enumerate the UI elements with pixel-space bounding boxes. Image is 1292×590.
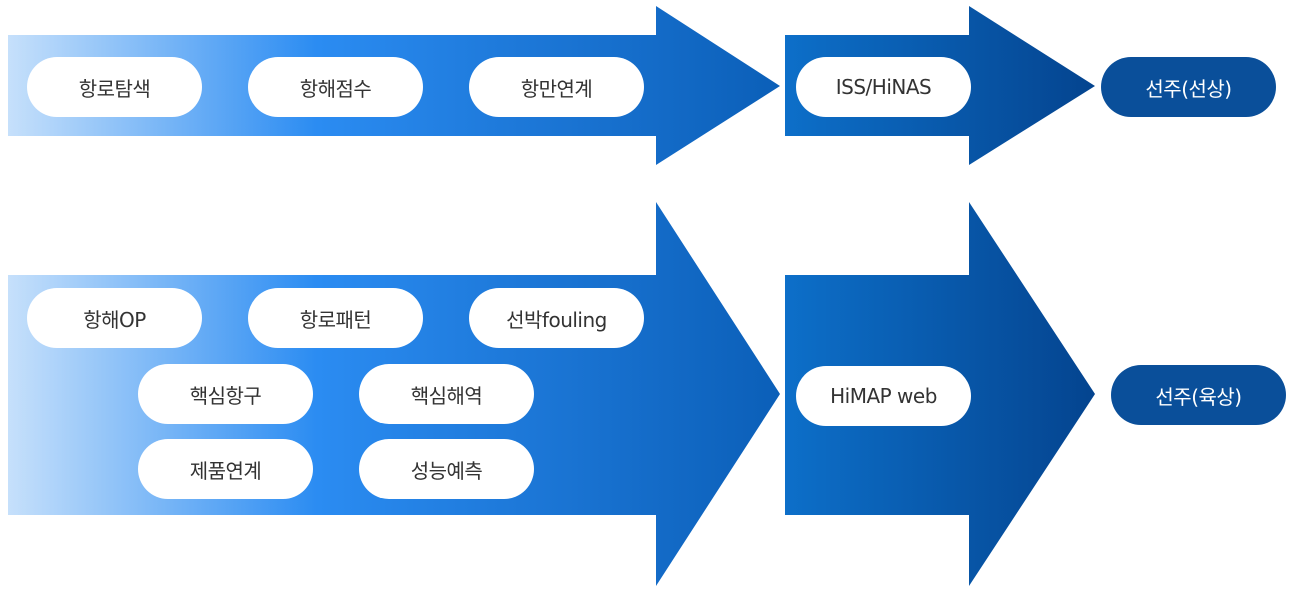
feature-pill: 성능예측 bbox=[359, 439, 534, 499]
feature-pill: 핵심해역 bbox=[359, 364, 534, 424]
feature-pill: 선박fouling bbox=[469, 288, 644, 348]
feature-pill: 핵심항구 bbox=[138, 364, 313, 424]
platform-pill: ISS/HiNAS bbox=[796, 57, 971, 117]
destination-pill: 선주(육상) bbox=[1111, 365, 1286, 425]
feature-pill: 항로탐색 bbox=[27, 57, 202, 117]
feature-pill: 항해점수 bbox=[248, 57, 423, 117]
feature-pill: 제품연계 bbox=[138, 439, 313, 499]
feature-pill: 항해OP bbox=[27, 288, 202, 348]
feature-pill: 항만연계 bbox=[469, 57, 644, 117]
feature-pill: 항로패턴 bbox=[248, 288, 423, 348]
destination-pill: 선주(선상) bbox=[1101, 57, 1276, 117]
platform-pill: HiMAP web bbox=[796, 366, 971, 426]
